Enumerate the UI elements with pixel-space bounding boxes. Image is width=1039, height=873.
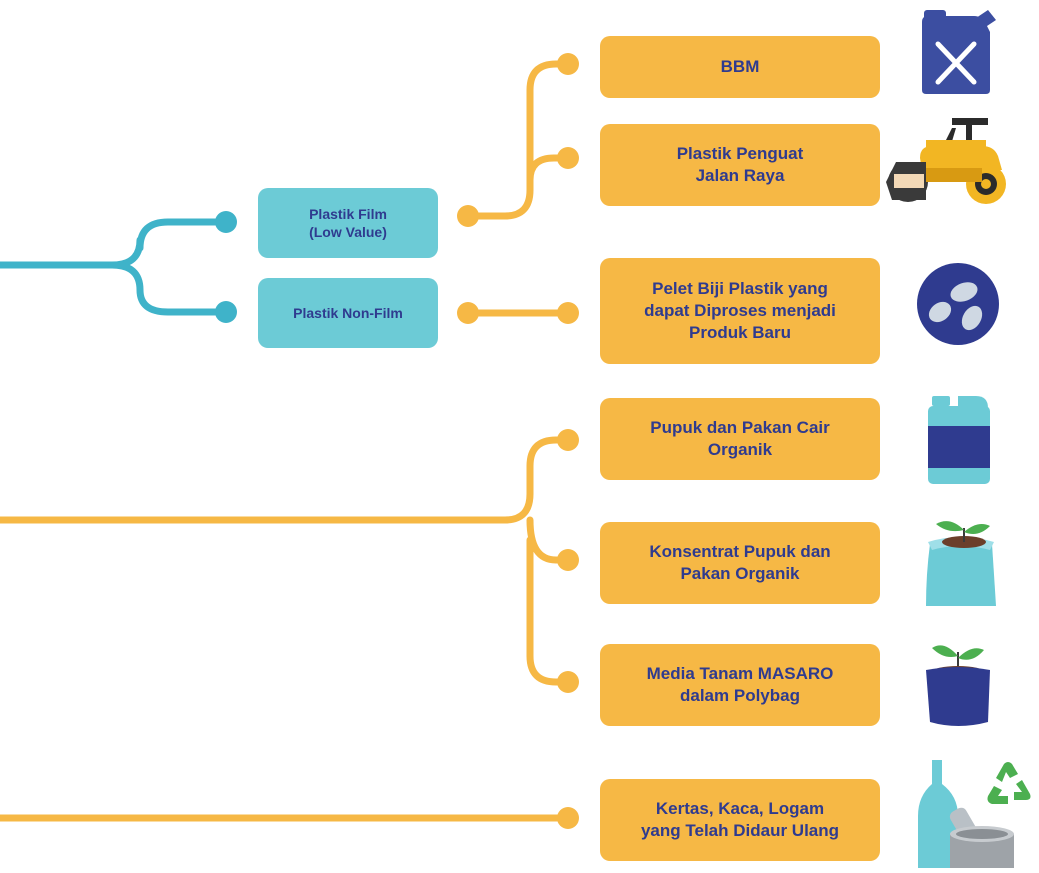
- product-pelet-biji-plastik: Pelet Biji Plastik yang dapat Diproses m…: [600, 258, 880, 364]
- product-konsentrat: Konsentrat Pupuk dan Pakan Organik: [600, 522, 880, 604]
- category-plastik-film: Plastik Film (Low Value): [258, 188, 438, 258]
- plastic-pellets-icon: [917, 263, 999, 345]
- product-bbm: BBM: [600, 36, 880, 98]
- orange-node-recycle: [557, 807, 579, 829]
- jerry-can-icon: [922, 10, 996, 94]
- organic-mid-line: [526, 516, 572, 564]
- recycled-materials-icon: [918, 760, 1031, 868]
- product-media-tanam: Media Tanam MASARO dalam Polybag: [600, 644, 880, 726]
- teal-lower-line: [108, 261, 230, 316]
- seedling-sack-icon: [926, 521, 996, 606]
- category-plastik-non-film: Plastik Non-Film: [258, 278, 438, 348]
- teal-node-nonfilm: [215, 301, 237, 323]
- road-roller-icon: [886, 118, 1006, 204]
- organic-low-line: [526, 536, 572, 686]
- teal-trunk-line: [0, 218, 230, 269]
- film-to-roller-line: [526, 154, 572, 184]
- product-daur-ulang: Kertas, Kaca, Logam yang Telah Didaur Ul…: [600, 779, 880, 861]
- orange-node-film-out: [457, 205, 479, 227]
- orange-node-bbm: [557, 53, 579, 75]
- product-plastik-penguat: Plastik Penguat Jalan Raya: [600, 124, 880, 206]
- film-to-products-line: [464, 60, 572, 220]
- orange-node-polybag: [557, 671, 579, 693]
- orange-node-concentrate: [557, 549, 579, 571]
- orange-node-liquid: [557, 429, 579, 451]
- liquid-jug-icon: [928, 396, 990, 484]
- orange-node-pellet: [557, 302, 579, 324]
- teal-node-film: [215, 211, 237, 233]
- orange-node-nonfilm-out: [457, 302, 479, 324]
- orange-node-roller: [557, 147, 579, 169]
- organic-trunk-line: [0, 436, 572, 524]
- polybag-plant-icon: [926, 645, 990, 726]
- product-pupuk-cair: Pupuk dan Pakan Cair Organik: [600, 398, 880, 480]
